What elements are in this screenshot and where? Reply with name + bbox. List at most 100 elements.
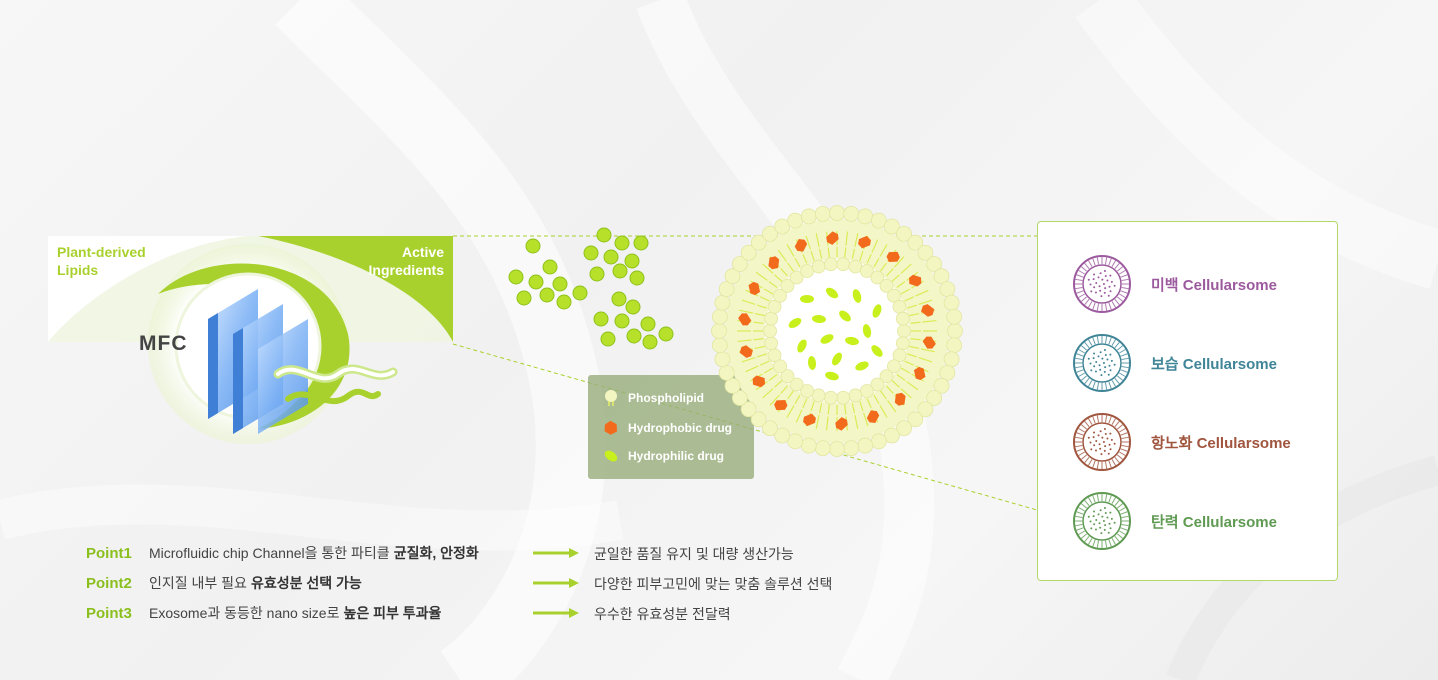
lipid-tail — [910, 338, 921, 341]
lipid-tail — [1111, 538, 1116, 545]
lipid-tail — [1076, 369, 1084, 373]
core-dot — [1107, 531, 1110, 534]
core-dot — [1108, 285, 1111, 288]
core-dot — [1099, 368, 1102, 371]
hydrophobic-drug — [909, 274, 922, 287]
core-dot — [1098, 522, 1101, 525]
lipid-tail — [1116, 345, 1124, 351]
lipid-tail — [1096, 540, 1100, 548]
phospholipid-head — [829, 441, 845, 457]
outer-membrane — [1073, 413, 1131, 471]
phospholipid-head — [750, 234, 767, 251]
lipid-tail — [1114, 420, 1120, 428]
lipid-tail — [1075, 365, 1083, 369]
lipid-tail — [818, 248, 823, 259]
phospholipid-head — [836, 390, 851, 405]
core-dot — [1102, 283, 1105, 285]
phospholipid-head — [714, 351, 731, 368]
phospholipid-head — [829, 205, 845, 221]
lipid-tail — [1078, 530, 1085, 535]
lipid-tail — [777, 249, 787, 262]
phospholipid-head — [939, 364, 956, 381]
lipid-tail — [827, 247, 830, 258]
hydrophobic-drug — [866, 410, 880, 424]
point-result: 균일한 품질 유지 및 대량 생산가능 — [594, 546, 794, 562]
lipid-tail — [815, 233, 820, 248]
lipid-tail — [1116, 454, 1124, 460]
lipid-tail — [894, 256, 905, 268]
phospholipid-head — [767, 348, 782, 363]
hydrophobic-drug — [922, 336, 936, 349]
point-row: Point2 인지질 내부 필요 유효성분 선택 가능 다양한 피부고민에 맞는… — [86, 572, 866, 594]
core-dot — [1089, 362, 1092, 365]
core-dot — [1109, 511, 1112, 514]
lipid-tail — [1108, 460, 1112, 468]
lipid-tail — [755, 271, 768, 281]
core-dot — [1106, 516, 1109, 519]
phospholipid-head — [764, 336, 779, 351]
core-dot — [1090, 290, 1093, 293]
phospholipid-head — [870, 270, 885, 285]
hydrophilic-drug — [807, 356, 817, 370]
inner-membrane — [1082, 501, 1122, 541]
point-row: Point3 Exosome과 동등한 nano size로 높은 피부 투과율… — [86, 602, 866, 624]
phospholipid-head — [780, 369, 795, 384]
core-dot — [1099, 447, 1102, 450]
point-result: 다양한 피부고민에 맞는 맞춤 솔루션 선택 — [594, 576, 833, 592]
hydrophobic-drug — [913, 366, 926, 381]
phospholipid-head — [857, 437, 874, 454]
lipid-tail — [753, 321, 764, 324]
lipid-tail — [1078, 372, 1085, 377]
lipid-tail — [1104, 382, 1108, 390]
core-dot — [1097, 434, 1100, 437]
point-result: 우수한 유효성분 전달력 — [594, 606, 731, 622]
lipid-tail — [1104, 303, 1108, 311]
hydrophobic-drug — [835, 417, 848, 431]
core-dot — [1093, 352, 1096, 355]
point-bold-text: 균질화, 안정화 — [393, 545, 479, 561]
core-dot — [1094, 370, 1097, 373]
lipid-tail — [900, 388, 912, 399]
lipid-tail — [1096, 382, 1100, 390]
lipid-tail — [1088, 538, 1093, 545]
phospholipid-head — [947, 323, 963, 339]
lipid-tail — [1104, 461, 1108, 469]
phospholipid-head — [897, 324, 911, 338]
lipid-tail — [915, 289, 929, 297]
lipid-tail — [1120, 290, 1128, 294]
hydrophilic-drug — [862, 324, 872, 338]
lipid-tail — [1104, 257, 1108, 265]
lipid-tail — [1096, 303, 1100, 311]
hydrophilic-drug — [825, 287, 839, 299]
core-dot — [1113, 284, 1116, 287]
point-tag: Point2 — [86, 574, 132, 592]
cellularsome-icon — [1073, 255, 1131, 313]
lipid-tail — [1088, 260, 1093, 267]
cellularsome-icon — [1073, 413, 1131, 471]
phospholipid-head — [870, 377, 885, 392]
lipid-tail — [1088, 380, 1093, 387]
lipid-tail — [1108, 416, 1112, 424]
lipid-tail — [756, 353, 767, 358]
core-dot — [1101, 515, 1104, 518]
core-dot — [1109, 369, 1112, 372]
lipid-tail — [1080, 454, 1088, 460]
phospholipid-head — [800, 384, 815, 398]
lipid-tail — [1114, 341, 1120, 349]
phospholipid-head — [917, 401, 934, 418]
core-dot — [1098, 443, 1101, 446]
lipid-tail — [794, 257, 801, 268]
core-dot — [1103, 428, 1106, 431]
lipid-tail — [753, 338, 764, 341]
core-dot — [1094, 449, 1097, 452]
lipid-tail — [1116, 503, 1124, 509]
point-tag: Point1 — [86, 544, 132, 562]
lipid-tail — [909, 345, 920, 350]
phospholipid-head — [811, 388, 826, 403]
lipid-tail — [754, 312, 765, 317]
phospholipid-head — [711, 308, 728, 325]
phospholipid-head — [750, 411, 767, 428]
phospholipid-head — [859, 264, 874, 278]
core-dot — [1104, 445, 1107, 448]
